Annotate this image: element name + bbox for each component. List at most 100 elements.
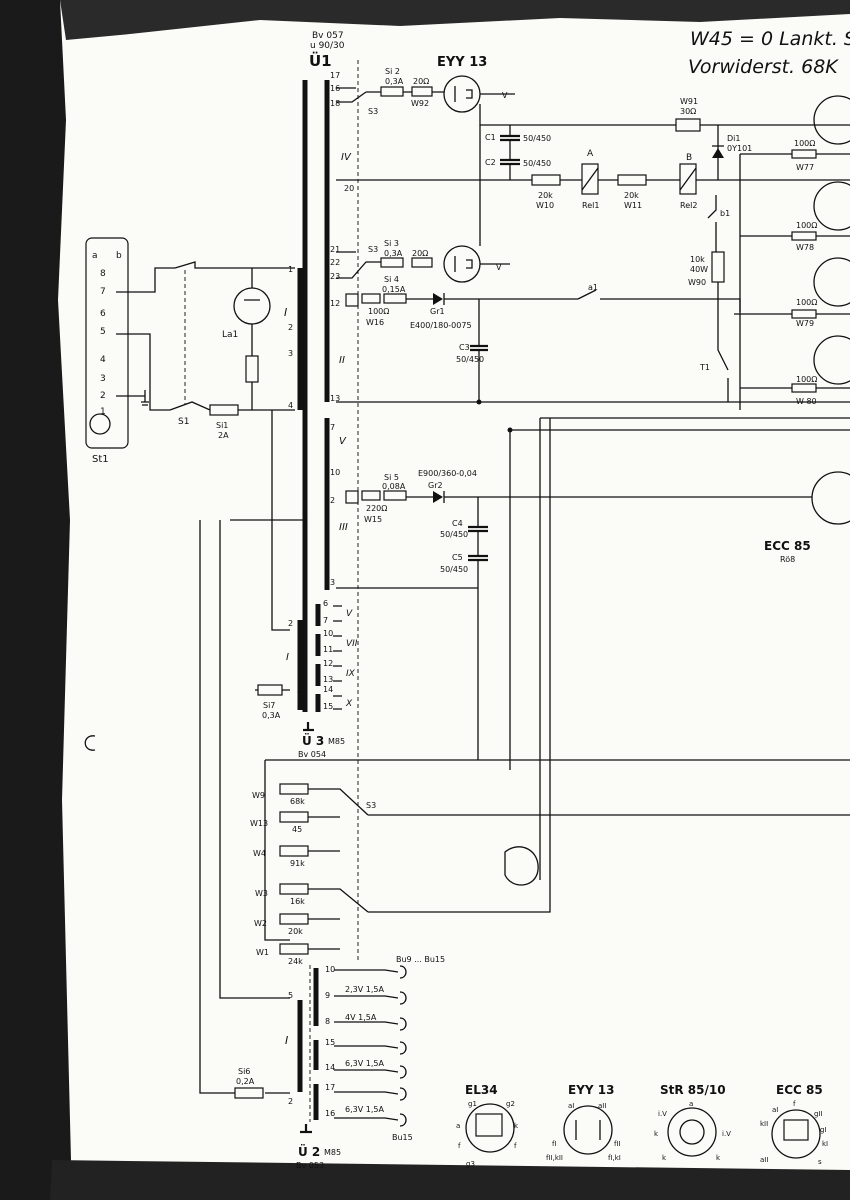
- pinout-ecc85: ECC 85 f aI gII gI kII kI aII s: [760, 1083, 828, 1166]
- u1-pin-labels: 17 16 18 20 21 22 23 12 13 7 10 2 3: [330, 71, 354, 587]
- di1-type: 0Y101: [727, 144, 752, 153]
- svg-text:3: 3: [330, 578, 335, 587]
- svg-text:5: 5: [288, 991, 293, 1000]
- cap-c1: [500, 134, 520, 142]
- pin-2-box: [345, 490, 359, 504]
- fuse-si3-name: Si 3: [384, 239, 399, 248]
- svg-text:2: 2: [288, 619, 293, 628]
- svg-text:16: 16: [325, 1109, 335, 1118]
- svg-text:aII: aII: [598, 1102, 606, 1110]
- resistor-w15: [361, 490, 381, 501]
- scan-left-edge: [0, 0, 72, 1200]
- u3-bv: Bv 054: [298, 750, 326, 759]
- svg-text:W3: W3: [255, 889, 268, 898]
- gr2-name: Gr2: [428, 481, 443, 490]
- svg-text:aII: aII: [760, 1156, 768, 1164]
- contact-t1-label: T1: [699, 363, 710, 372]
- svg-text:45: 45: [292, 825, 302, 834]
- w92-value: 20Ω: [413, 77, 429, 86]
- sockets-label-first: Bu9 ... Bu15: [396, 955, 445, 964]
- fuse-si5-rating: 0,08A: [382, 482, 406, 491]
- svg-text:W78: W78: [796, 243, 814, 252]
- c4-name: C4: [452, 519, 463, 528]
- cap-c2: [500, 158, 520, 166]
- svg-text:7: 7: [100, 287, 106, 297]
- svg-text:a: a: [456, 1122, 460, 1130]
- svg-text:11: 11: [323, 645, 333, 654]
- contact-t1: [717, 282, 729, 402]
- svg-text:12: 12: [323, 659, 333, 668]
- svg-text:2: 2: [288, 323, 293, 332]
- svg-text:2,3V 1,5A: 2,3V 1,5A: [345, 985, 384, 994]
- rel2-name: Rel2: [680, 201, 697, 210]
- contact-a1-label: a1: [588, 283, 598, 292]
- diode-gr1: [433, 293, 443, 305]
- rel2-letter: B: [686, 153, 692, 163]
- w15-value: 220Ω: [366, 504, 387, 513]
- c3-value: 50/450: [456, 355, 484, 364]
- u1-label: Ü1: [309, 51, 332, 70]
- svg-text:fI,kI: fI,kI: [608, 1154, 621, 1162]
- cap-c4: [468, 525, 488, 533]
- svg-text:IX: IX: [346, 669, 356, 679]
- svg-text:100Ω: 100Ω: [794, 139, 815, 148]
- w91-value: 30Ω: [680, 107, 696, 116]
- diode-gr2: [433, 491, 443, 503]
- resistor-w16: [361, 293, 381, 304]
- svg-text:W9: W9: [252, 791, 265, 800]
- svg-text:15: 15: [323, 702, 333, 711]
- c1-value: 50/450: [523, 134, 551, 143]
- tube-eyy13-lower: [443, 245, 481, 283]
- w11-value: 20k: [624, 191, 639, 200]
- svg-text:EL34: EL34: [465, 1083, 498, 1097]
- w10-value: 20k: [538, 191, 553, 200]
- sockets-label-last: Bu15: [392, 1133, 413, 1142]
- svg-text:4V 1,5A: 4V 1,5A: [345, 1013, 377, 1022]
- svg-text:V: V: [339, 436, 347, 447]
- scan-bottom-edge: [50, 1160, 850, 1200]
- svg-text:i.V: i.V: [658, 1110, 667, 1118]
- svg-text:V: V: [502, 91, 508, 100]
- svg-text:15: 15: [325, 1038, 335, 1047]
- lamp-la1: [233, 287, 271, 325]
- svg-text:6,3V 1,5A: 6,3V 1,5A: [345, 1059, 384, 1068]
- u2-label: Ü 2: [298, 1144, 320, 1159]
- svg-text:14: 14: [325, 1063, 335, 1072]
- svg-text:aI: aI: [772, 1106, 778, 1114]
- svg-text:k: k: [514, 1122, 519, 1130]
- svg-text:13: 13: [323, 675, 333, 684]
- svg-text:6,3V 1,5A: 6,3V 1,5A: [345, 1105, 384, 1114]
- fuse-si6: [234, 1087, 264, 1099]
- svg-text:kII: kII: [760, 1120, 768, 1128]
- st1-ground-key: [89, 413, 111, 435]
- c3-name: C3: [459, 343, 470, 352]
- svg-text:IV: IV: [341, 152, 352, 163]
- svg-text:S3: S3: [368, 245, 378, 254]
- svg-text:f: f: [458, 1142, 461, 1150]
- w90-power: 40W: [690, 265, 708, 274]
- tube-eyy13-top: [443, 75, 481, 113]
- svg-text:EYY 13: EYY 13: [568, 1083, 614, 1097]
- svg-text:s: s: [818, 1158, 822, 1166]
- svg-text:10: 10: [325, 965, 335, 974]
- resistor-w3-20: [411, 257, 433, 268]
- svg-text:gII: gII: [814, 1110, 823, 1118]
- svg-text:2: 2: [100, 391, 106, 401]
- svg-text:f: f: [514, 1142, 517, 1150]
- pinout-eyy13: EYY 13 aI aII fI fII fII,kII fI,kI: [546, 1083, 621, 1162]
- pinout-el34: EL34 g1 g2 a k f f g3: [456, 1083, 519, 1168]
- svg-text:V: V: [346, 609, 353, 619]
- cap-c3: [470, 344, 488, 352]
- svg-text:16: 16: [330, 84, 340, 93]
- u1-winding-numerals: IV II V III: [339, 152, 352, 533]
- st1-label: St1: [92, 454, 109, 465]
- switch-s1-label: S1: [178, 417, 189, 427]
- header-note-line1: W45 = 0 Lankt. Sp: [690, 28, 850, 50]
- fuse-si3-rating: 0,3A: [384, 249, 403, 258]
- tube-ecc85-ref: Rö8: [780, 555, 795, 564]
- svg-text:91k: 91k: [290, 859, 305, 868]
- svg-text:5: 5: [100, 327, 106, 337]
- c5-name: C5: [452, 553, 463, 562]
